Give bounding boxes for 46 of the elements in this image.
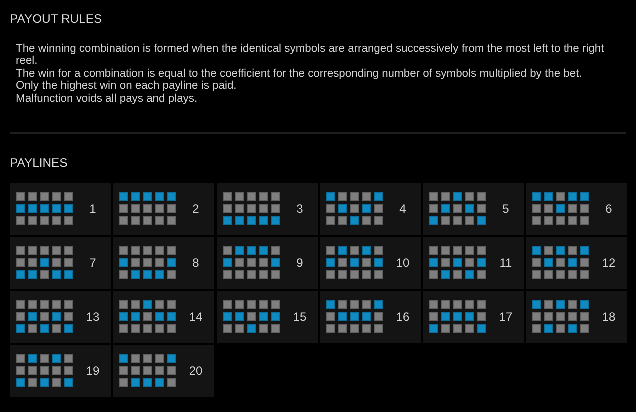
payline-number: 6 [606,202,612,216]
payline-number: 3 [296,202,304,216]
payline-card [10,345,111,397]
payline-number: 20 [189,364,203,378]
payline-card [10,183,111,235]
payline-card [217,237,318,289]
payline-card [320,237,421,289]
payline-number: 1 [90,202,96,216]
payline-number: 19 [86,364,100,378]
payline-card [423,291,524,343]
payline-card [526,183,627,235]
payline-number: 15 [293,310,307,324]
payline-number: 16 [396,310,410,324]
payline-card [526,237,627,289]
payline-number: 4 [400,202,406,216]
payline-card [113,345,214,397]
section-heading: PAYOUT RULES [10,12,102,27]
payline-card [217,291,318,343]
payline-card [423,237,524,289]
section-heading: PAYLINES [10,156,68,171]
payline-number: 11 [500,256,512,270]
rule-text: The winning combination is formed when the identical symbols are arranged successively from the most left to the right reel. [16,43,606,68]
payline-card [320,183,421,235]
payline-card [423,183,524,235]
rule-text: Only the highest win on each payline is paid. [16,80,237,93]
payline-number: 18 [602,310,616,324]
payline-card [320,291,421,343]
payline-number: 12 [602,256,616,270]
rule-text: Malfunction voids all pays and plays. [16,92,198,106]
payline-card [113,237,214,289]
payline-card [113,183,214,235]
payline-card [526,291,627,343]
payline-number: 7 [90,256,96,270]
payline-number: 14 [189,310,203,324]
payline-card [10,291,111,343]
payline-number: 5 [502,202,510,216]
payline-number: 8 [192,256,200,270]
payline-number: 9 [296,256,304,270]
payline-card [10,237,111,289]
payline-number: 10 [396,256,410,270]
payline-card [217,183,318,235]
payline-number: 2 [192,202,200,216]
payline-number: 13 [86,310,100,324]
rule-text: The win for a combination is equal to the coefficient for the corresponding number of symbols multiplied by the bet. [16,68,582,80]
payline-card [113,291,214,343]
payline-number: 17 [499,310,513,324]
